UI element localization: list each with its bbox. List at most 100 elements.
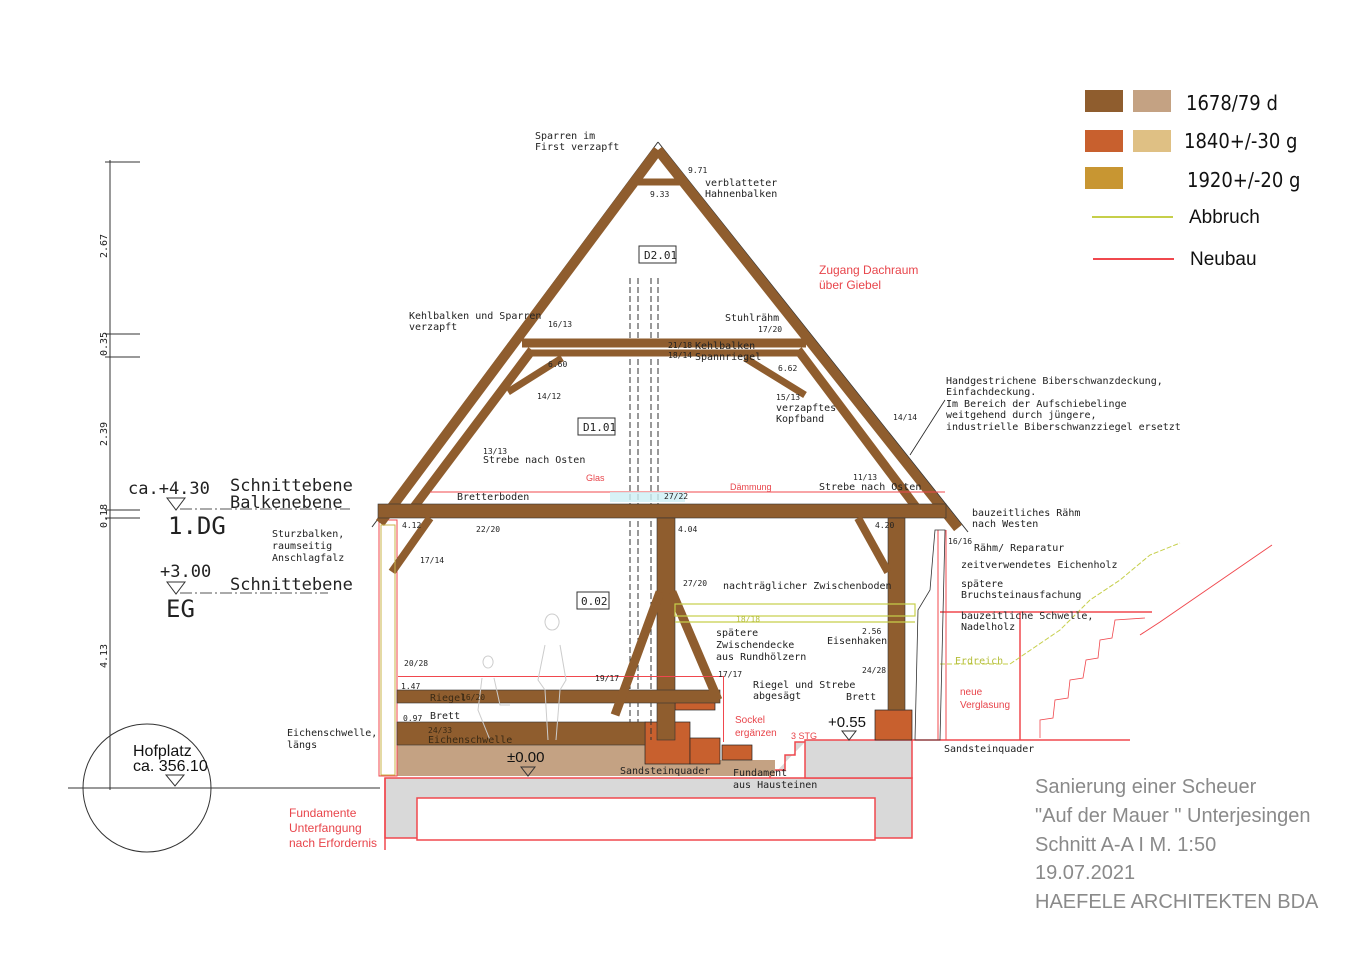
annotation-new: neue [960,687,983,698]
title-architect: HAEFELE ARCHITEKTEN BDA [1035,891,1319,913]
dimension: 27/20 [683,579,707,588]
height-mark: 4.20 [875,521,894,530]
annotation: spätere [961,579,1003,590]
annotation: aus Rundhölzern [716,652,806,663]
legend-label-1920: 1920+/-20 g [1187,168,1300,192]
annotation-new: 3 STG [791,731,817,741]
foundation [378,519,913,850]
annotation: Stuhlrähm [725,313,779,324]
dim-label: 0.35 [99,332,110,356]
annotation: zeitverwendetes Eichenholz [961,560,1118,571]
height-mark: 9.33 [650,190,669,199]
annotation: Brett [430,711,460,722]
dimension: 16/16 [948,537,972,546]
height-mark: 4.04 [678,525,697,534]
title-project: Sanierung einer Scheuer [1035,776,1257,798]
annotation: Spannriegel [695,352,761,363]
annotation: Eisenhaken [827,636,887,647]
annotation: verblatteter [705,178,777,189]
dimension: 24/28 [862,666,886,675]
annotation: Kopfband [776,414,824,425]
annotation: bauzeitliche Schwelle, [961,611,1093,622]
level-label: Schnittebene [230,575,353,595]
height-mark: 0.97 [403,714,422,723]
dimension: 17/17 [718,670,742,679]
dimension: 27/22 [664,492,688,501]
dimension: 19/17 [595,674,619,683]
level-label: Balkenebene [230,493,343,513]
height-mark: 1.47 [401,682,420,691]
room-tags: D2.01 D1.01 0.02 [576,245,677,610]
annotation: nach Westen [972,519,1038,530]
hofplatz-elevation: ca. 356.10 [133,758,208,775]
annotation: weitgehend durch jüngere, [946,410,1097,421]
legend-label-1678: 1678/79 d [1186,91,1278,115]
annotation: Brett [846,692,876,703]
dim-label: 0.18 [99,504,110,528]
dimension: 24/33 [428,726,452,735]
annotation-new: nach Erfordernis [289,836,377,850]
annotation: Riegel und Strebe [753,680,855,691]
room-tag: D2.01 [644,249,677,262]
annotation: Hahnenbalken [705,189,777,200]
dim-label: 2.67 [99,234,110,258]
height-mark: 9.71 [688,166,707,175]
dim-label: 2.39 [99,422,110,446]
dimension: 16/13 [548,320,572,329]
annotation-new: ergänzen [735,728,777,739]
elevation-mark: +0.55 [828,714,866,731]
annotation-new: Glas [586,473,605,483]
annotation: Sturzbalken, [272,529,344,540]
height-mark: 4.12 [402,521,421,530]
annotation: verzapft [409,322,457,333]
legend-swatch-1840-dark [1085,130,1123,152]
dimension: 21/18 [668,341,692,350]
annotation-new: Dämmung [730,482,772,492]
level-label: Schnittebene [230,476,353,496]
roof-structure [371,141,969,776]
legend-swatch-1920 [1085,167,1123,189]
dimension: 13/13 [483,447,507,456]
annotation: spätere [716,628,758,639]
annotation-new: Sockel [735,715,765,726]
elevation-upper: ca.+4.30 [128,479,210,499]
hofplatz-label: Hofplatz [133,743,192,760]
height-mark: 2.56 [862,627,881,636]
annotation: Anschlagfalz [272,553,344,564]
annotation: Strebe nach Osten [819,482,921,493]
annotation-new: Unterfangung [289,821,362,835]
annotation: Eichenschwelle, [287,728,377,739]
annotation-new: Fundamente [289,806,357,820]
annotation: verzapftes [776,403,836,414]
annotation-removed: Erdreich [955,656,1003,667]
annotation: Sandsteinquader [620,766,710,777]
dimension: 14/12 [537,392,561,401]
new-and-removed-lines [398,491,945,742]
annotation: Bruchsteinausfachung [961,590,1081,601]
annotation-new: Zugang Dachraum [819,263,918,277]
height-mark: 6.60 [548,360,567,369]
title-location: "Auf der Mauer " Unterjesingen [1035,805,1310,827]
annotation: nachträglicher Zwischenboden [723,581,892,592]
dim-label: 4.13 [99,644,110,668]
annotation: Riegel [430,693,466,704]
floor-label: 1.DG [168,512,226,540]
terrain-right [912,529,1273,741]
room-tag: D1.01 [583,421,616,434]
annotation: Handgestrichene Biberschwanzdeckung, [946,376,1163,387]
annotation: längs [287,740,317,751]
dimension: 11/13 [853,473,877,482]
dimension: 18/18 [736,615,760,624]
annotation: Eichenschwelle [428,735,512,746]
person-silhouettes [477,613,567,741]
dimension: 15/13 [776,393,800,402]
annotation: Sparren im [535,131,595,142]
legend: 1678/79 d 1840+/-30 g 1920+/-20 g Abbruc… [1085,90,1300,270]
annotation: First verzapft [535,142,619,153]
dimension: 17/14 [420,556,444,565]
room-tag: 0.02 [581,595,608,608]
annotation: bauzeitliches Rähm [972,508,1080,519]
annotation: Bretterboden [457,492,529,503]
